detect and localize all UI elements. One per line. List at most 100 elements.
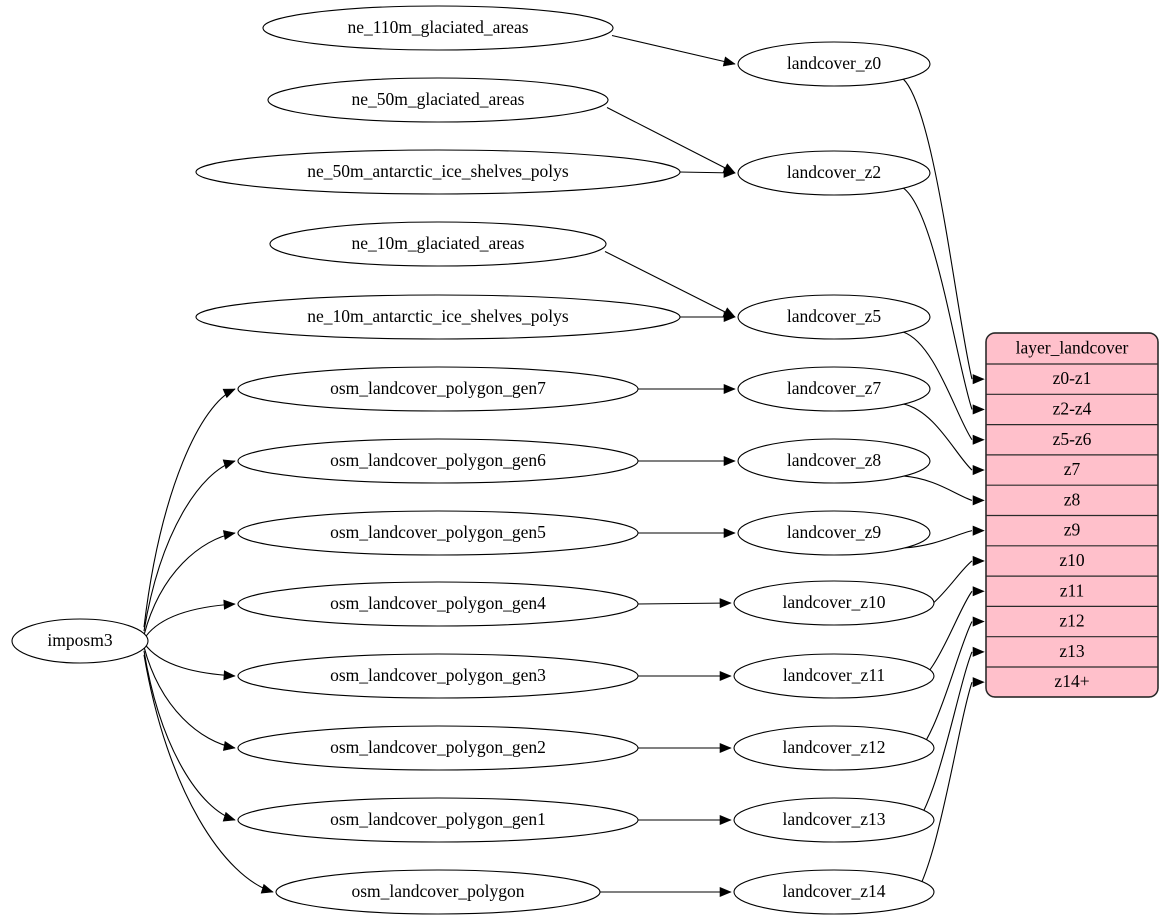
node-landcover_z2[interactable]: landcover_z2 xyxy=(737,150,931,196)
edge-landcover_z5-to-row-z5-z6 xyxy=(902,331,973,441)
table-row-z11[interactable]: z11 xyxy=(986,576,1158,606)
edge-imposm3-to-osm_landcover_polygon_gen3 xyxy=(143,642,236,677)
edge-ne_50m_glaciated_areas-to-landcover_z2 xyxy=(606,106,736,174)
edge-imposm3-to-osm_landcover_polygon_gen2 xyxy=(143,646,236,749)
node-shape[interactable] xyxy=(737,366,931,412)
table-row-label: z12 xyxy=(1059,611,1084,631)
edge-arrowhead xyxy=(972,434,985,445)
node-landcover_z8[interactable]: landcover_z8 xyxy=(737,438,931,484)
node-landcover_z10[interactable]: landcover_z10 xyxy=(733,580,935,626)
node-ne_110m_glaciated_areas[interactable]: ne_110m_glaciated_areas xyxy=(262,5,614,51)
edge-landcover_z9-to-row-z9 xyxy=(903,530,973,549)
edge-arrowhead xyxy=(972,495,985,506)
table-row-label: z11 xyxy=(1060,580,1085,600)
edge-imposm3-to-osm_landcover_polygon xyxy=(143,654,274,893)
edge-arrowhead xyxy=(222,811,236,822)
edge-arrowhead xyxy=(972,586,985,597)
table-row-label: z9 xyxy=(1064,520,1081,540)
edge-arrowhead xyxy=(222,530,236,541)
node-osm_landcover_polygon_gen6[interactable]: osm_landcover_polygon_gen6 xyxy=(237,438,639,484)
node-shape[interactable] xyxy=(237,510,639,556)
edge-arrowhead xyxy=(972,464,985,476)
edge-imposm3-to-osm_landcover_polygon_gen1 xyxy=(143,650,236,821)
node-shape[interactable] xyxy=(237,797,639,843)
table-row-z0-z1[interactable]: z0-z1 xyxy=(986,364,1158,394)
node-shape[interactable] xyxy=(262,5,614,51)
edge-osm_landcover_polygon_gen4-to-landcover_z10 xyxy=(636,602,732,605)
node-landcover_z7[interactable]: landcover_z7 xyxy=(737,366,931,412)
table-row-z5-z6[interactable]: z5-z6 xyxy=(986,425,1158,455)
node-osm_landcover_polygon_gen3[interactable]: osm_landcover_polygon_gen3 xyxy=(237,653,639,699)
node-shape[interactable] xyxy=(733,580,935,626)
edge-imposm3-to-osm_landcover_polygon_gen7 xyxy=(143,388,236,628)
node-shape[interactable] xyxy=(737,41,931,87)
node-ne_50m_antarctic_ice_shelves_polys[interactable]: ne_50m_antarctic_ice_shelves_polys xyxy=(195,149,681,195)
table-outline xyxy=(985,332,1159,698)
node-ne_10m_antarctic_ice_shelves_polys[interactable]: ne_10m_antarctic_ice_shelves_polys xyxy=(195,294,681,340)
node-shape[interactable] xyxy=(195,294,681,340)
node-shape[interactable] xyxy=(269,221,607,267)
node-shape[interactable] xyxy=(237,581,639,627)
edge-ne_110m_glaciated_areas-to-landcover_z0 xyxy=(611,34,736,65)
edge-landcover_z2-to-row-z2-z4 xyxy=(902,187,973,410)
node-landcover_z12[interactable]: landcover_z12 xyxy=(733,725,935,771)
table-row-z14+[interactable]: z14+ xyxy=(986,667,1158,697)
node-shape[interactable] xyxy=(737,150,931,196)
node-shape[interactable] xyxy=(237,366,639,412)
node-landcover_z5[interactable]: landcover_z5 xyxy=(737,294,931,340)
node-shape[interactable] xyxy=(737,438,931,484)
node-shape[interactable] xyxy=(733,869,935,915)
node-landcover_z13[interactable]: landcover_z13 xyxy=(733,797,935,843)
edge-arrowhead xyxy=(719,670,732,682)
nodes-layer: imposm3 ne_110m_glaciated_areas ne_50m_gla… xyxy=(11,5,935,915)
node-osm_landcover_polygon_gen5[interactable]: osm_landcover_polygon_gen5 xyxy=(237,510,639,556)
node-ne_10m_glaciated_areas[interactable]: ne_10m_glaciated_areas xyxy=(269,221,607,267)
node-shape[interactable] xyxy=(11,618,149,664)
edge-arrowhead xyxy=(722,56,736,67)
node-osm_landcover_polygon_gen1[interactable]: osm_landcover_polygon_gen1 xyxy=(237,797,639,843)
table-row-label: z10 xyxy=(1059,550,1085,570)
node-landcover_z0[interactable]: landcover_z0 xyxy=(737,41,931,87)
node-imposm3[interactable]: imposm3 xyxy=(11,618,149,664)
edge-landcover_z14-to-row-z14plus xyxy=(905,681,973,908)
edge-arrowhead xyxy=(723,311,736,323)
table-row-z13[interactable]: z13 xyxy=(986,637,1158,667)
node-shape[interactable] xyxy=(733,725,935,771)
edge-arrowhead xyxy=(723,455,736,467)
node-shape[interactable] xyxy=(733,653,935,699)
edge-imposm3-to-osm_landcover_polygon_gen5 xyxy=(143,532,236,636)
node-shape[interactable] xyxy=(237,653,639,699)
node-landcover_z11[interactable]: landcover_z11 xyxy=(733,653,935,699)
table-row-z10[interactable]: z10 xyxy=(986,546,1158,576)
table-row-z12[interactable]: z12 xyxy=(986,606,1158,636)
edge-ne_10m_glaciated_areas-to-landcover_z5 xyxy=(604,250,736,318)
table-row-z8[interactable]: z8 xyxy=(986,485,1158,515)
edge-arrowhead xyxy=(723,527,736,539)
node-shape[interactable] xyxy=(267,77,609,123)
node-shape[interactable] xyxy=(275,869,601,915)
node-shape[interactable] xyxy=(237,438,639,484)
edge-arrowhead xyxy=(719,742,732,754)
node-ne_50m_glaciated_areas[interactable]: ne_50m_glaciated_areas xyxy=(267,77,609,123)
table-row-z9[interactable]: z9 xyxy=(986,516,1158,546)
layer-landcover-table: layer_landcoverz0-z1z2-z4z5-z6z7z8z9z10z… xyxy=(985,332,1159,698)
node-shape[interactable] xyxy=(737,510,931,556)
edge-arrowhead xyxy=(723,167,736,178)
table-row-label: z14+ xyxy=(1054,671,1089,691)
node-osm_landcover_polygon_gen7[interactable]: osm_landcover_polygon_gen7 xyxy=(237,366,639,412)
node-osm_landcover_polygon_gen4[interactable]: osm_landcover_polygon_gen4 xyxy=(237,581,639,627)
node-landcover_z14[interactable]: landcover_z14 xyxy=(733,869,935,915)
edge-arrowhead xyxy=(972,525,985,536)
node-osm_landcover_polygon[interactable]: osm_landcover_polygon xyxy=(275,869,601,915)
table-row-z7[interactable]: z7 xyxy=(986,455,1158,485)
node-shape[interactable] xyxy=(237,725,639,771)
node-shape[interactable] xyxy=(195,149,681,195)
table-row-z2-z4[interactable]: z2-z4 xyxy=(986,394,1158,424)
node-shape[interactable] xyxy=(733,797,935,843)
table-layer_landcover[interactable]: layer_landcoverz0-z1z2-z4z5-z6z7z8z9z10z… xyxy=(985,332,1159,698)
node-shape[interactable] xyxy=(737,294,931,340)
node-osm_landcover_polygon_gen2[interactable]: osm_landcover_polygon_gen2 xyxy=(237,725,639,771)
edge-arrowhead xyxy=(260,883,274,894)
node-landcover_z9[interactable]: landcover_z9 xyxy=(737,510,931,556)
